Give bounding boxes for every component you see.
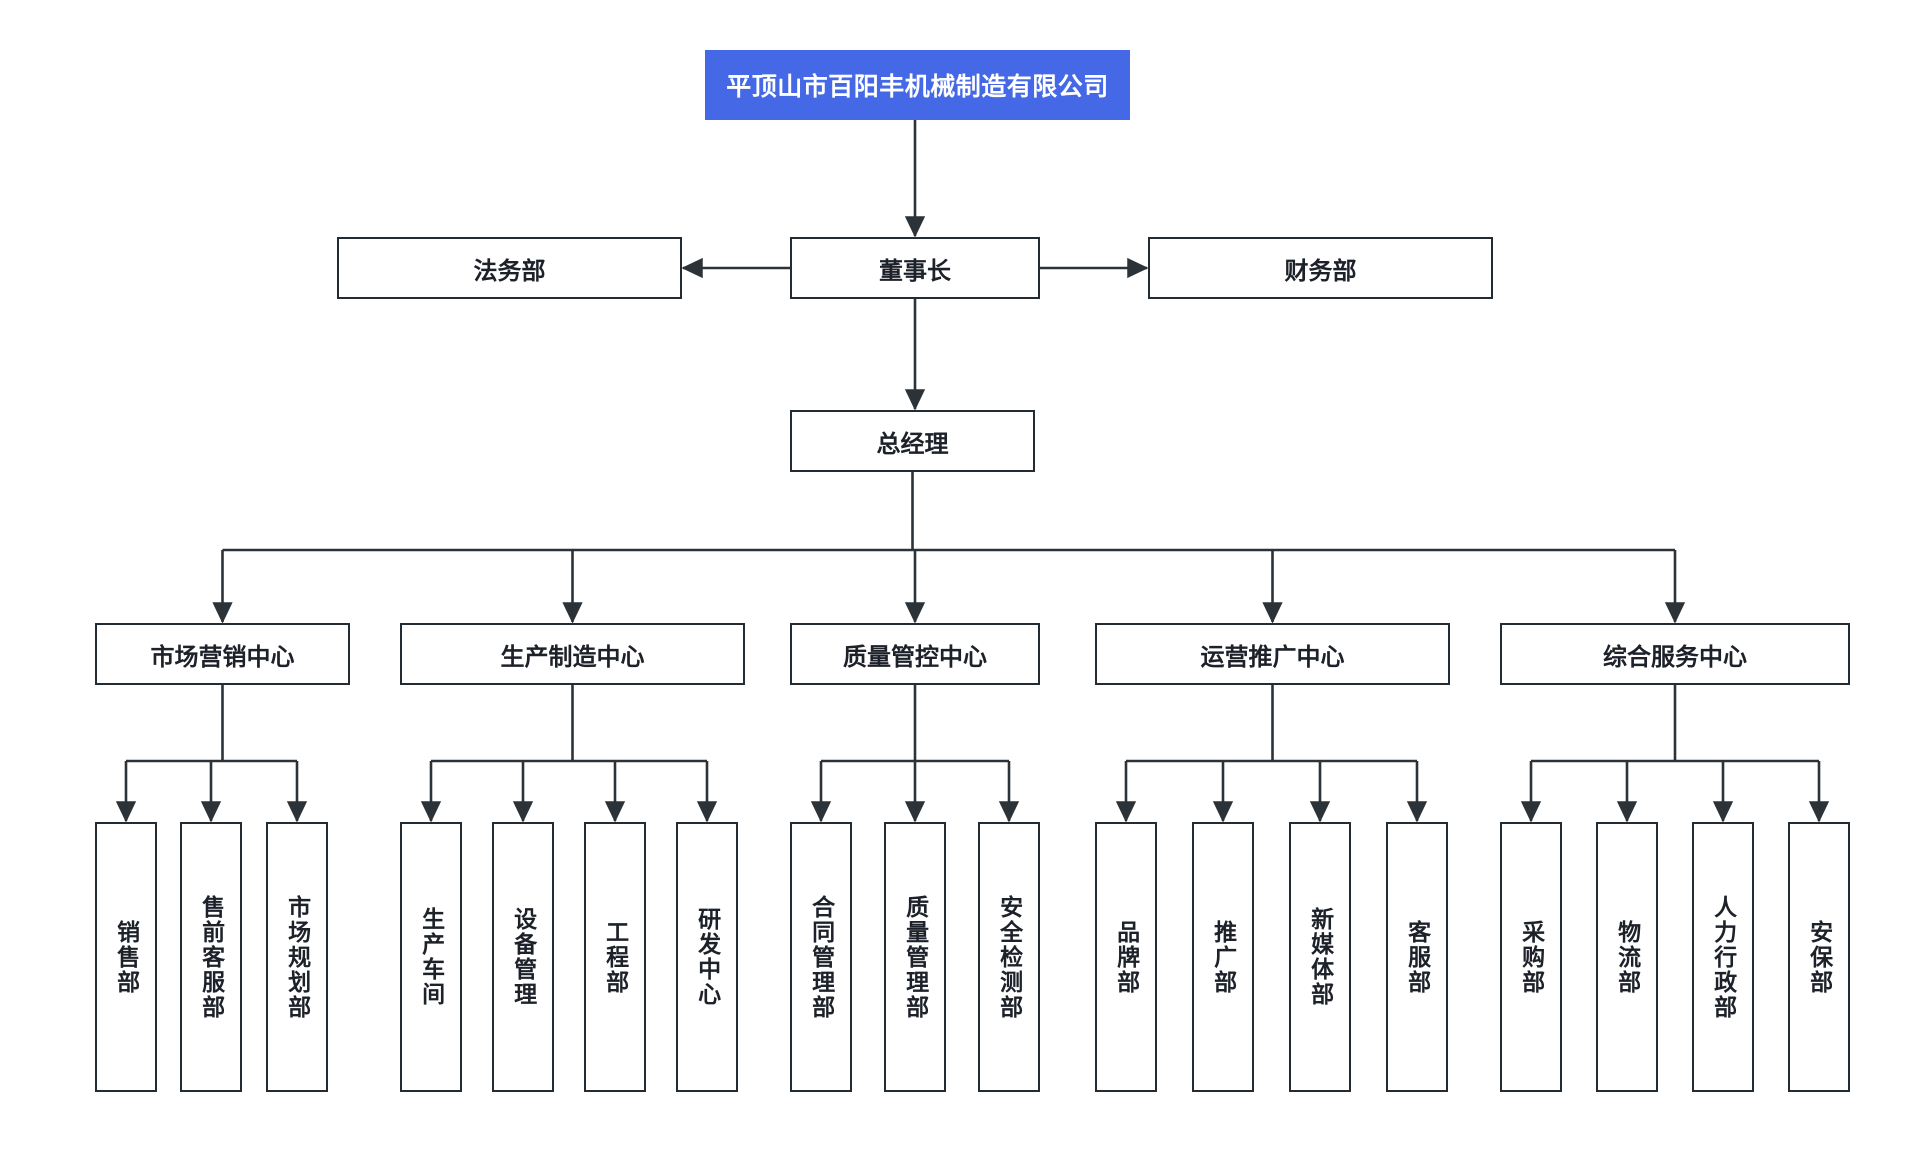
- org-node-center[interactable]: 市场营销中心: [95, 623, 350, 685]
- org-node-department[interactable]: 质量管理部: [884, 822, 946, 1092]
- org-node-department[interactable]: 推广部: [1192, 822, 1254, 1092]
- department-label: 销售部: [113, 919, 140, 995]
- department-label: 推广部: [1210, 919, 1237, 995]
- general-manager-label: 总经理: [876, 430, 949, 458]
- org-node-center[interactable]: 运营推广中心: [1095, 623, 1450, 685]
- company-title: 平顶山市百阳丰机械制造有限公司: [726, 73, 1109, 101]
- org-node-department[interactable]: 销售部: [95, 822, 157, 1092]
- department-label: 设备管理: [510, 907, 537, 1007]
- center-label: 生产制造中心: [500, 643, 645, 671]
- department-label: 市场规划部: [284, 894, 311, 1020]
- center-label: 运营推广中心: [1200, 643, 1345, 671]
- legal-dept-label: 法务部: [473, 257, 546, 285]
- org-node-department[interactable]: 品牌部: [1095, 822, 1157, 1092]
- org-node-finance-dept[interactable]: 财务部: [1148, 237, 1493, 299]
- org-node-department[interactable]: 安保部: [1788, 822, 1850, 1092]
- department-label: 质量管理部: [902, 894, 929, 1020]
- department-label: 安全检测部: [996, 894, 1023, 1020]
- org-node-chairman[interactable]: 董事长: [790, 237, 1040, 299]
- department-label: 研发中心: [694, 907, 721, 1007]
- org-node-company[interactable]: 平顶山市百阳丰机械制造有限公司: [705, 50, 1130, 120]
- chairman-label: 董事长: [879, 257, 951, 285]
- org-node-department[interactable]: 客服部: [1386, 822, 1448, 1092]
- org-node-center[interactable]: 生产制造中心: [400, 623, 745, 685]
- department-label: 新媒体部: [1307, 907, 1334, 1007]
- org-node-department[interactable]: 设备管理: [492, 822, 554, 1092]
- department-label: 工程部: [602, 919, 629, 995]
- org-node-department[interactable]: 售前客服部: [180, 822, 242, 1092]
- department-label: 客服部: [1404, 919, 1431, 995]
- department-label: 安保部: [1806, 919, 1833, 995]
- department-label: 物流部: [1614, 919, 1641, 995]
- department-label: 生产车间: [418, 907, 445, 1007]
- department-label: 人力行政部: [1710, 894, 1737, 1020]
- org-node-department[interactable]: 新媒体部: [1289, 822, 1351, 1092]
- department-label: 品牌部: [1113, 919, 1140, 995]
- org-node-department[interactable]: 采购部: [1500, 822, 1562, 1092]
- department-label: 售前客服部: [198, 894, 225, 1020]
- org-node-department[interactable]: 研发中心: [676, 822, 738, 1092]
- org-node-department[interactable]: 人力行政部: [1692, 822, 1754, 1092]
- org-node-department[interactable]: 工程部: [584, 822, 646, 1092]
- org-node-legal-dept[interactable]: 法务部: [337, 237, 682, 299]
- finance-dept-label: 财务部: [1284, 257, 1357, 285]
- department-label: 采购部: [1518, 919, 1545, 995]
- org-node-department[interactable]: 合同管理部: [790, 822, 852, 1092]
- org-node-department[interactable]: 安全检测部: [978, 822, 1040, 1092]
- center-label: 市场营销中心: [150, 643, 295, 671]
- department-label: 合同管理部: [808, 894, 835, 1020]
- org-node-center[interactable]: 质量管控中心: [790, 623, 1040, 685]
- center-label: 质量管控中心: [843, 643, 987, 671]
- org-node-department[interactable]: 市场规划部: [266, 822, 328, 1092]
- org-node-department[interactable]: 生产车间: [400, 822, 462, 1092]
- org-node-general-manager[interactable]: 总经理: [790, 410, 1035, 472]
- org-node-department[interactable]: 物流部: [1596, 822, 1658, 1092]
- center-label: 综合服务中心: [1603, 643, 1747, 671]
- org-node-center[interactable]: 综合服务中心: [1500, 623, 1850, 685]
